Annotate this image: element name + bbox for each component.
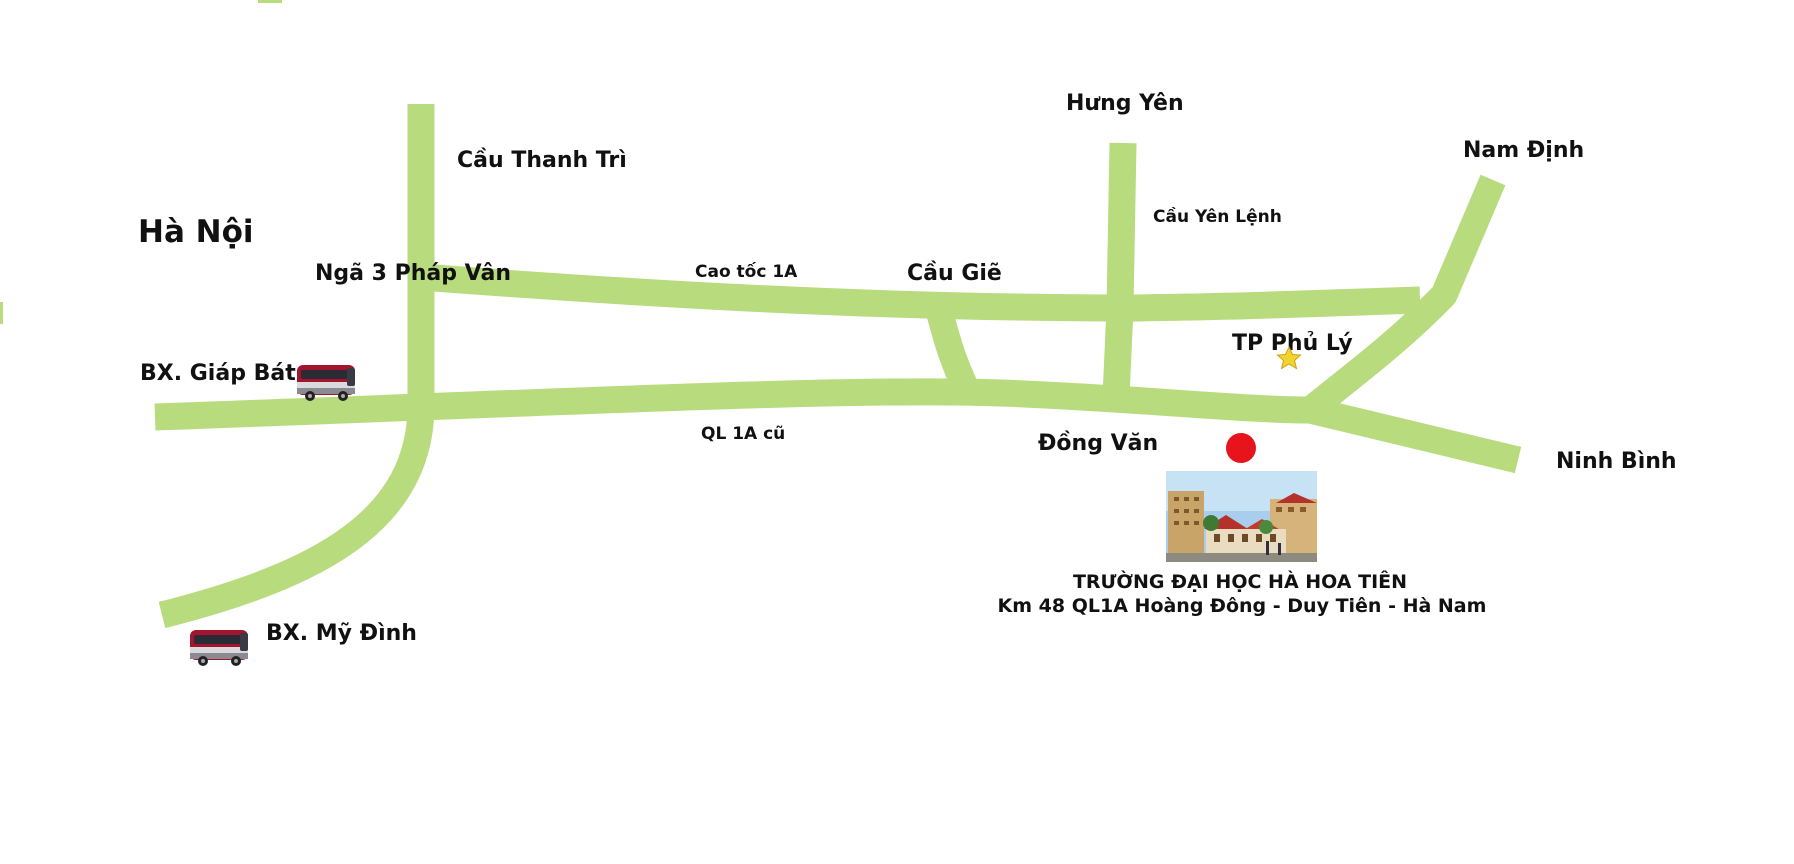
label-cao-toc: Cao tốc 1A: [695, 261, 798, 282]
road-my-dinh: [158, 404, 435, 629]
school-photo: [1166, 471, 1317, 562]
place-labels: Hà Nội Cầu Thanh Trì Ngã 3 Pháp Vân BX. …: [138, 91, 1677, 646]
location-marker-icon: [1226, 433, 1256, 463]
school-name: TRƯỜNG ĐẠI HỌC HÀ HOA TIÊN: [1073, 569, 1407, 593]
label-dong-van: Đồng Văn: [1038, 431, 1158, 456]
label-cau-gie: Cầu Giẽ: [907, 261, 1002, 286]
bus-icon: [190, 630, 248, 666]
label-bx-giap-bat: BX. Giáp Bát: [140, 361, 296, 386]
edge-mark-top: [258, 0, 282, 3]
label-cau-thanh-tri: Cầu Thanh Trì: [457, 148, 627, 173]
label-nga3-phap-van: Ngã 3 Pháp Vân: [315, 261, 511, 286]
road-nam-dinh: [1301, 174, 1506, 421]
star-icon: [1276, 345, 1302, 370]
label-cau-yen-lenh: Cầu Yên Lệnh: [1153, 206, 1282, 227]
bus-icon: [297, 365, 355, 401]
road-hung-yen: [1102, 142, 1137, 398]
label-bx-my-dinh: BX. Mỹ Đình: [266, 621, 417, 646]
label-ql1a-cu: QL 1A cũ: [701, 424, 785, 444]
label-ninh-binh: Ninh Bình: [1556, 449, 1677, 474]
edge-mark-left: [0, 302, 3, 324]
road-ql1a-cu: [154, 378, 1522, 474]
label-tp-phu-ly: TP Phủ Lý: [1232, 331, 1353, 356]
road-cau-gie-link: [925, 303, 981, 399]
label-ha-noi: Hà Nội: [138, 214, 254, 250]
road-cao-toc: [419, 263, 1421, 322]
school-address: Km 48 QL1A Hoàng Đông - Duy Tiên - Hà Na…: [998, 595, 1487, 617]
roads: [0, 0, 1522, 629]
label-hung-yen: Hưng Yên: [1066, 91, 1184, 116]
label-nam-dinh: Nam Định: [1463, 138, 1584, 163]
